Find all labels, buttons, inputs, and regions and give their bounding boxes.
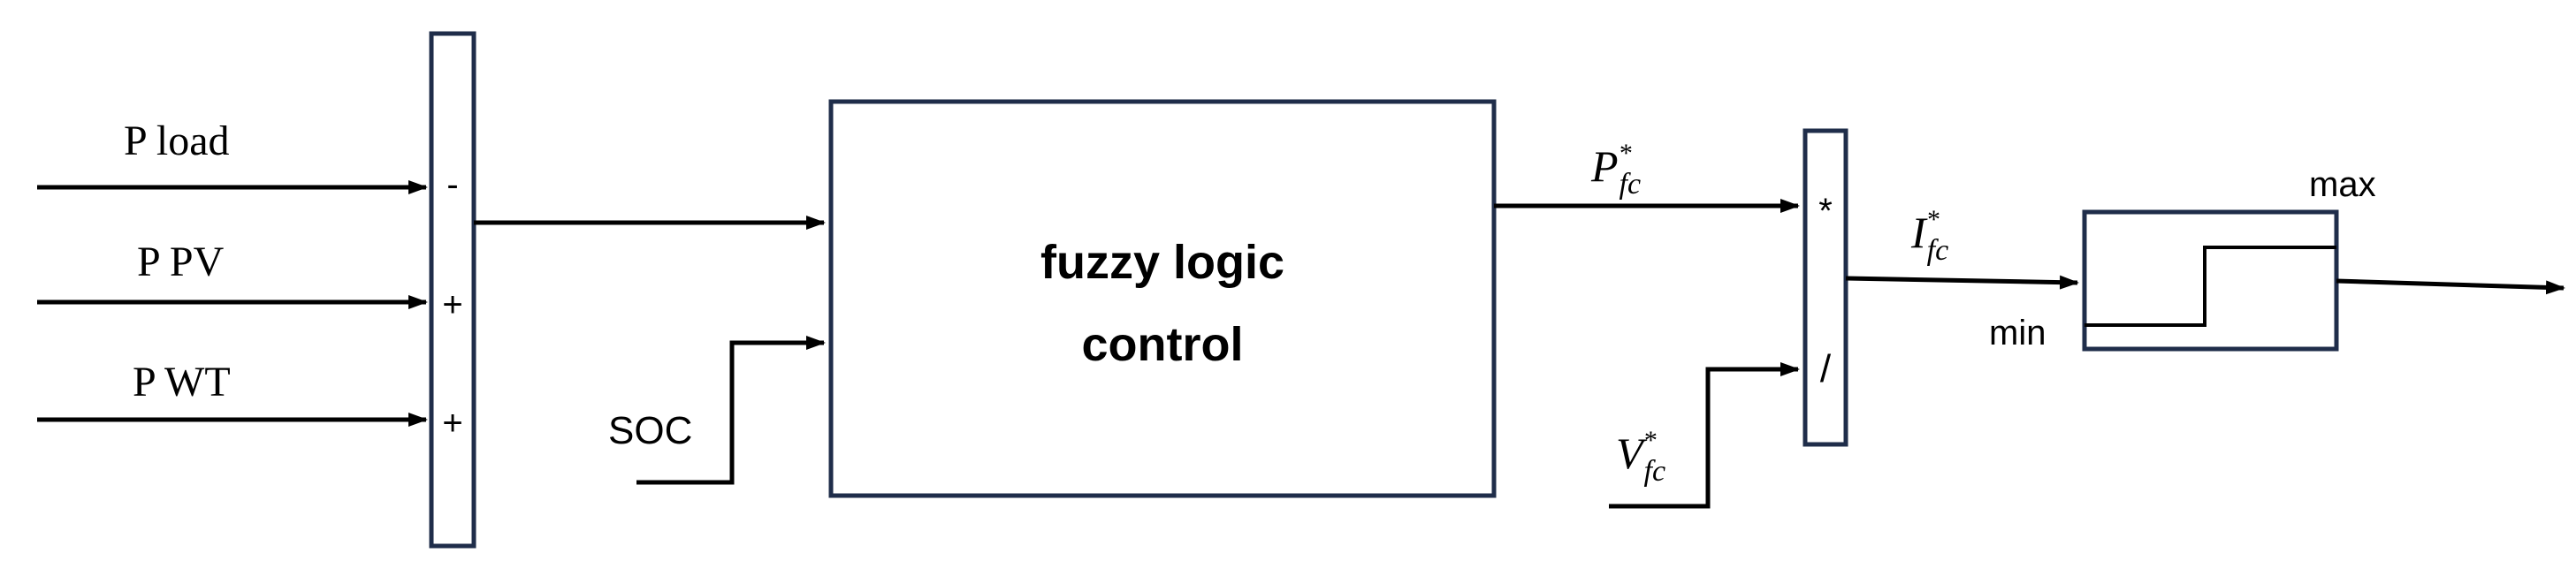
i-ref-wire <box>1845 275 2079 290</box>
summer-sign-pv: + <box>442 285 462 324</box>
limiter-characteristic <box>2084 246 2336 327</box>
limiter-min-label: min <box>1989 314 2046 352</box>
controller-label-line2: control <box>1082 318 1244 371</box>
soc-label: SOC <box>608 409 692 452</box>
limiter-output-wire <box>2336 278 2565 295</box>
summer-sign-load: - <box>446 165 458 204</box>
controller-label-line1: fuzzy logic <box>1040 236 1284 289</box>
multiply-sign: * <box>1818 192 1833 231</box>
soc-wire <box>636 336 826 485</box>
summer-sign-wt: + <box>442 404 462 443</box>
limiter-max-label: max <box>2309 165 2376 204</box>
divide-sign: / <box>1820 347 1832 390</box>
i-ref-label: I*fc <box>1910 205 1948 267</box>
p-load-label: P load <box>124 117 230 164</box>
summer-block <box>429 31 476 549</box>
p-pv-label: P PV <box>137 239 225 285</box>
p-ref-label: P*fc <box>1590 139 1641 201</box>
p-wt-label: P WT <box>133 359 231 405</box>
limiter-block <box>2082 209 2339 352</box>
fuzzy-logic-controller <box>828 99 1497 498</box>
v-ref-wire <box>1609 362 1800 509</box>
v-ref-label: V*fc <box>1616 426 1665 488</box>
divider-block <box>1802 128 1848 447</box>
